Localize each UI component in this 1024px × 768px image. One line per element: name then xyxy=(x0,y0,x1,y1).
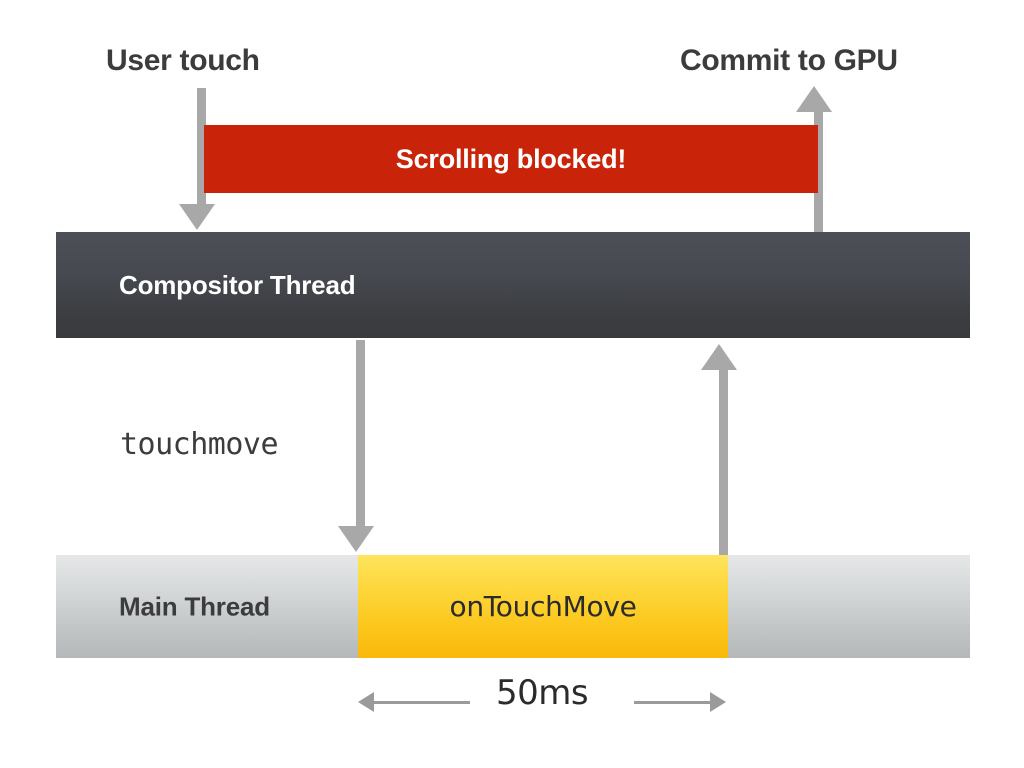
touchmove-event-label: touchmove xyxy=(120,427,279,462)
duration-measure: 50ms xyxy=(358,673,726,730)
commit-to-gpu-up-arrow-icon xyxy=(796,86,832,112)
touchmove-down-arrow-icon xyxy=(338,526,374,552)
measure-right-line xyxy=(634,701,712,704)
measure-left-arrow-icon xyxy=(358,692,374,712)
commit-to-gpu-up-arrow-shaft xyxy=(814,112,823,234)
scrolling-blocked-bar: Scrolling blocked! xyxy=(204,125,818,193)
commit-to-gpu-label: Commit to GPU xyxy=(680,44,898,77)
scrolling-blocked-label: Scrolling blocked! xyxy=(395,143,627,174)
user-touch-label: User touch xyxy=(106,44,260,77)
main-thread-return-up-arrow-shaft xyxy=(719,368,728,556)
main-thread-label: Main Thread xyxy=(119,591,270,621)
touchmove-down-arrow-shaft xyxy=(356,340,365,530)
user-touch-down-arrow-icon xyxy=(179,204,215,230)
on-touch-move-label: onTouchMove xyxy=(449,590,637,623)
main-thread-bar: Main Thread onTouchMove xyxy=(56,555,970,658)
user-touch-down-arrow-shaft xyxy=(197,88,206,208)
compositor-thread-bar: Compositor Thread xyxy=(56,232,970,338)
compositor-thread-label: Compositor Thread xyxy=(119,269,356,300)
duration-measure-label: 50ms xyxy=(495,673,589,713)
measure-left-line xyxy=(372,701,470,704)
main-thread-return-up-arrow-icon xyxy=(701,344,737,370)
measure-right-arrow-icon xyxy=(710,692,726,712)
on-touch-move-segment: onTouchMove xyxy=(358,555,728,658)
